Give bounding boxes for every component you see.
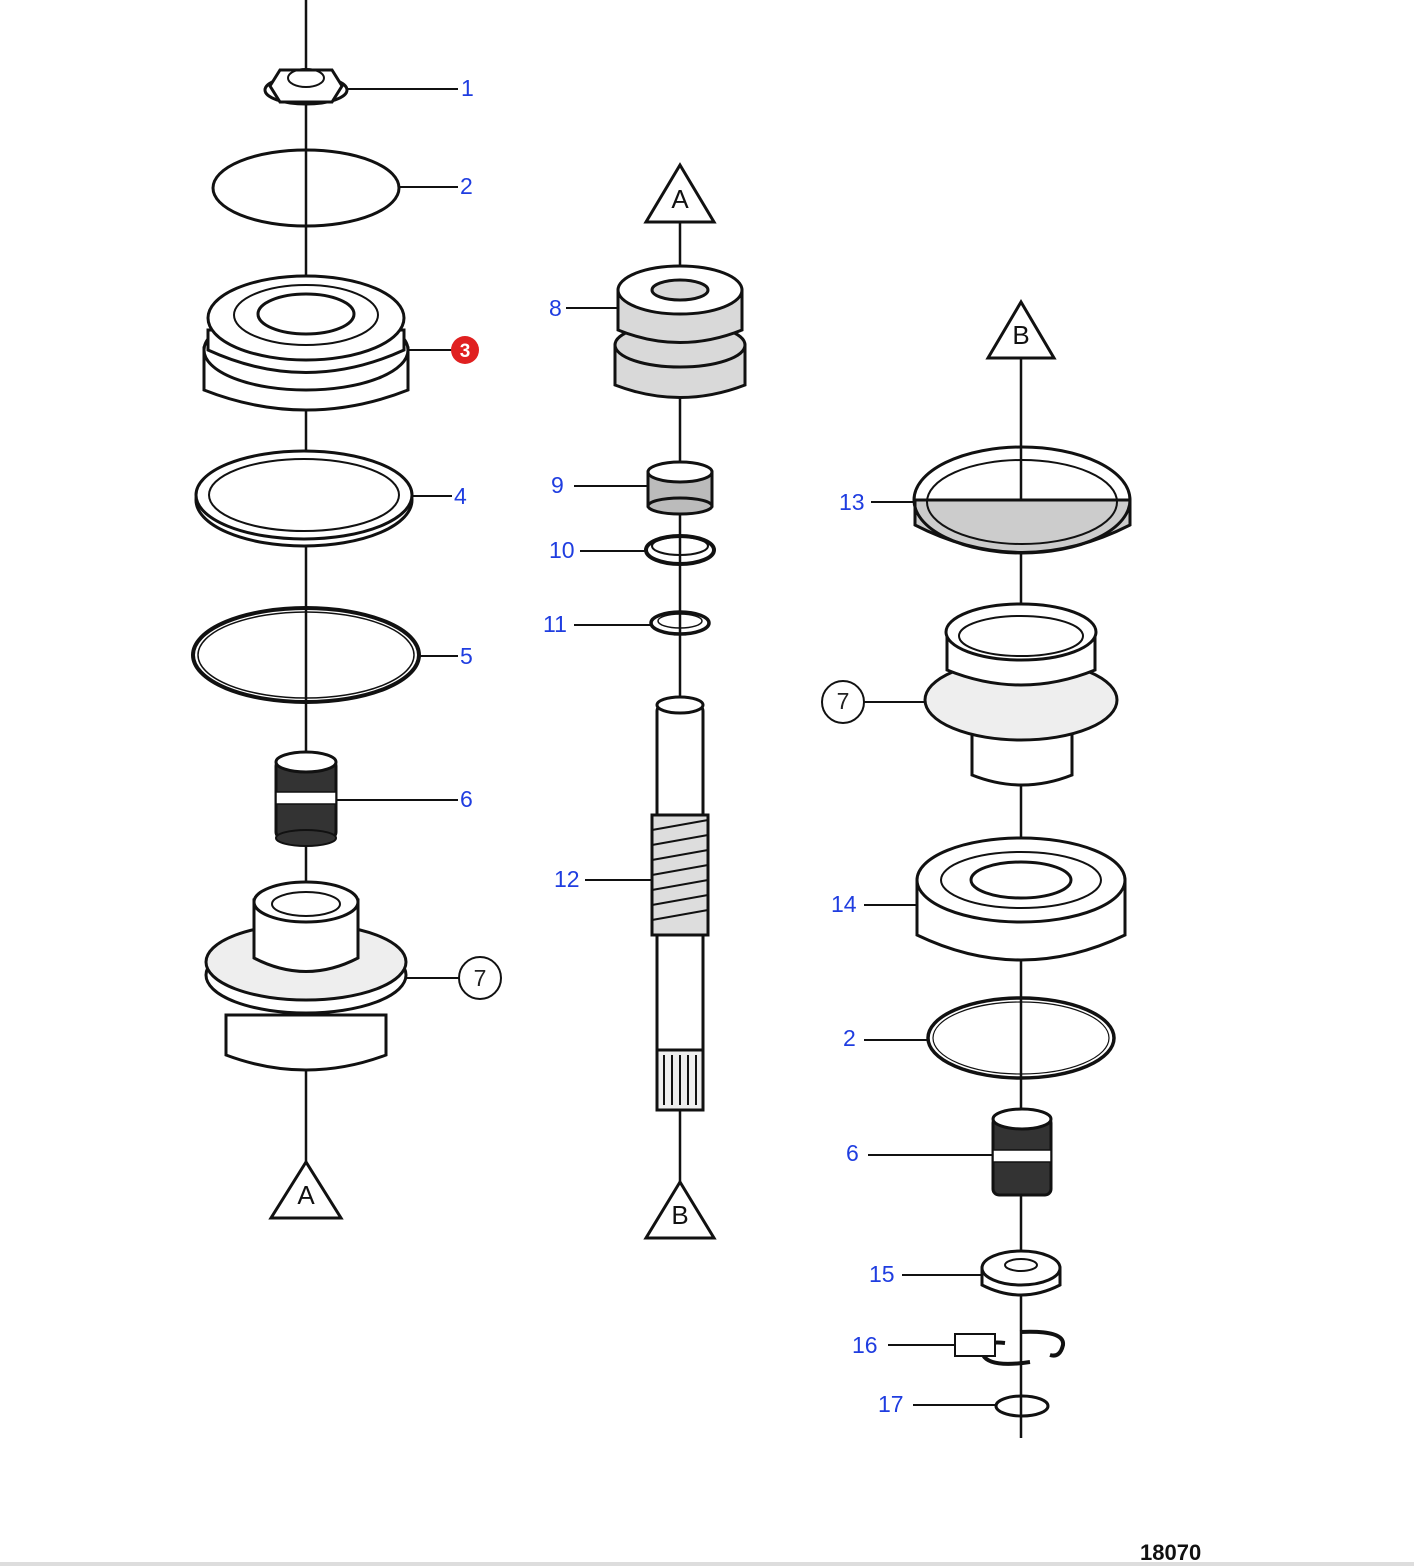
part-12-pinion-shaft [650, 695, 710, 1112]
svg-text:7: 7 [837, 688, 850, 714]
callout-2-right: 2 [843, 1025, 856, 1051]
callout-7-left-circled: 7 [458, 956, 502, 1000]
figure-id: 18070 [1140, 1540, 1202, 1565]
part-6-needle-bearing [274, 750, 338, 847]
svg-text:14: 14 [831, 891, 857, 917]
part-13-ring-nut [912, 445, 1132, 555]
part-6-needle-bearing-right [991, 1107, 1053, 1197]
svg-text:12: 12 [554, 866, 580, 892]
svg-text:4: 4 [454, 483, 467, 509]
svg-text:9: 9 [551, 472, 564, 498]
svg-text:16: 16 [852, 1332, 878, 1358]
callout-6-right: 6 [846, 1140, 859, 1166]
svg-text:15: 15 [869, 1261, 895, 1287]
callout-17: 17 [878, 1391, 904, 1417]
leader-lines [336, 88, 996, 1406]
svg-text:17: 17 [878, 1391, 904, 1417]
callout-9: 9 [551, 472, 564, 498]
svg-text:8: 8 [549, 295, 562, 321]
connector-a-top: A [643, 162, 717, 224]
part-11-snap-ring [649, 610, 711, 636]
svg-text:3: 3 [460, 341, 471, 362]
svg-text:10: 10 [549, 537, 575, 563]
svg-text:2: 2 [460, 173, 473, 199]
part-2-o-ring-right [926, 996, 1116, 1080]
callout-10: 10 [549, 537, 575, 563]
connector-b-bottom: B [643, 1179, 717, 1240]
svg-text:11: 11 [543, 611, 567, 637]
part-7-bevel-gear-left [204, 880, 408, 1072]
svg-text:A: A [297, 1180, 315, 1210]
svg-text:6: 6 [460, 786, 473, 812]
part-4-seal-ring [194, 449, 414, 548]
callout-16: 16 [852, 1332, 878, 1358]
part-3-bearing-cover [202, 274, 410, 412]
svg-text:B: B [671, 1200, 688, 1230]
callout-13: 13 [839, 489, 865, 515]
callout-6-left: 6 [460, 786, 473, 812]
callout-15: 15 [869, 1261, 895, 1287]
connector-a-bottom: A [268, 1159, 344, 1220]
part-7-bevel-gear-right [923, 602, 1119, 787]
callout-2-left: 2 [460, 173, 473, 199]
callout-7-right-circled: 7 [821, 680, 865, 724]
svg-text:7: 7 [474, 965, 487, 991]
svg-text:1: 1 [461, 75, 474, 101]
callout-3-highlighted[interactable]: 3 [451, 336, 479, 364]
svg-text:A: A [671, 184, 689, 214]
svg-text:2: 2 [843, 1025, 856, 1051]
callout-14: 14 [831, 891, 857, 917]
callout-4: 4 [454, 483, 467, 509]
callout-11: 11 [543, 611, 567, 637]
part-14-ball-bearing [915, 836, 1127, 962]
part-9-threaded-bushing [646, 460, 714, 516]
part-15-thrust-washer [980, 1249, 1062, 1297]
callout-8: 8 [549, 295, 562, 321]
callout-1: 1 [461, 75, 474, 101]
svg-text:6: 6 [846, 1140, 859, 1166]
svg-text:13: 13 [839, 489, 865, 515]
part-16-circlips [954, 1329, 1065, 1366]
connector-b-top: B [985, 299, 1057, 360]
bottom-divider [0, 1562, 1414, 1566]
callout-12: 12 [554, 866, 580, 892]
svg-text:5: 5 [460, 643, 473, 669]
callout-5: 5 [460, 643, 473, 669]
svg-text:B: B [1012, 320, 1029, 350]
part-8-hex-nut [613, 264, 747, 399]
part-1-flange-nut [263, 68, 349, 106]
